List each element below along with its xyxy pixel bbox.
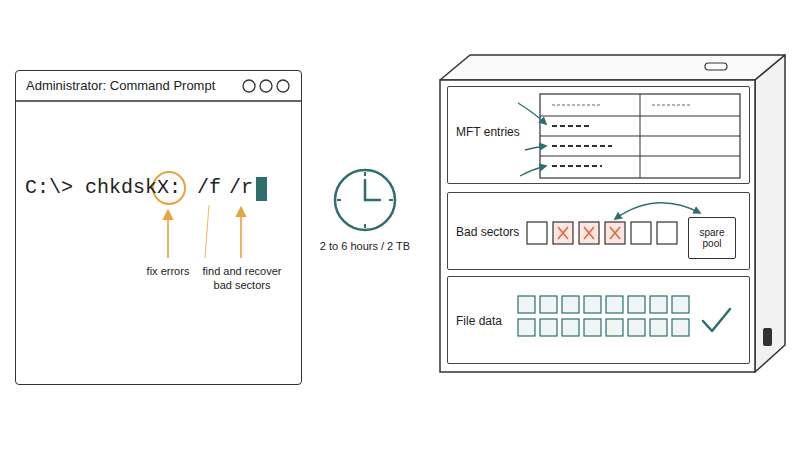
clock-tick [364, 172, 366, 176]
data-block [518, 319, 535, 336]
sector-cross [584, 227, 594, 239]
command-text: C:\> chkdsk [25, 176, 157, 199]
callout-arrow [167, 211, 169, 258]
data-blocks [518, 296, 689, 336]
clock-hand [365, 199, 380, 202]
node-label: X: [157, 176, 181, 199]
entry-dash [652, 104, 690, 105]
clock-hand [364, 180, 367, 200]
bad-sector [553, 222, 573, 244]
clock-tick [389, 199, 393, 201]
title-bar-line [15, 100, 302, 102]
bad-sector [579, 222, 599, 244]
clock-tick [337, 199, 341, 201]
terminal-window: Administrator: Command PromptX: [15, 70, 302, 385]
bad-sector [605, 222, 625, 244]
data-block [628, 296, 645, 313]
pointer-arrow [520, 166, 546, 176]
callout-arrow [240, 208, 242, 258]
window-button [260, 80, 272, 92]
highlight-circle: X: [152, 171, 186, 205]
drive-shelf: File data [447, 276, 750, 364]
sector-row [527, 222, 677, 244]
node-label: MFT entries [456, 125, 520, 139]
data-block [672, 296, 689, 313]
window-button [243, 80, 255, 92]
node-label: Administrator: Command Prompt [26, 78, 215, 93]
remap-arrow [615, 203, 700, 219]
drive-shelf: MFT entries [447, 86, 750, 184]
data-block [584, 296, 601, 313]
check-mark [703, 309, 730, 331]
node-label: spare pool [689, 227, 735, 250]
data-block [584, 319, 601, 336]
chassis-top [440, 55, 785, 80]
entry-dash [552, 165, 602, 167]
cursor-block [256, 177, 267, 201]
node-label: Bad sectors [456, 225, 519, 239]
sector [631, 222, 651, 244]
callout-note: fix errors [147, 265, 190, 279]
sector [527, 222, 547, 244]
command-switch: /r [229, 176, 253, 199]
entry-dash [552, 145, 612, 147]
data-block [540, 296, 557, 313]
callout-note: find and recover bad sectors [194, 265, 290, 293]
chassis-side [755, 55, 785, 372]
table-rule [640, 94, 641, 178]
command-switch: /f [197, 176, 221, 199]
data-block [540, 319, 557, 336]
clock-face [335, 170, 395, 230]
entry-dash [552, 104, 600, 105]
chassis-front [440, 80, 755, 372]
sector-cross [558, 227, 568, 239]
duration-note: 2 to 6 hours / 2 TB [320, 240, 410, 254]
data-block [628, 319, 645, 336]
window-button [277, 80, 289, 92]
data-block [672, 319, 689, 336]
entry-dash [552, 125, 592, 127]
mft-table [540, 94, 740, 178]
data-block [562, 296, 579, 313]
spare-pool-box: spare pool [688, 217, 736, 259]
data-block [650, 296, 667, 313]
data-block [606, 296, 623, 313]
pointer-arrow [525, 146, 546, 150]
node-label: File data [456, 314, 502, 328]
power-button [705, 63, 727, 70]
data-block [562, 319, 579, 336]
data-block [518, 296, 535, 313]
sector [657, 222, 677, 244]
clock-tick [364, 224, 366, 228]
data-block [606, 319, 623, 336]
pointer-arrow [518, 103, 546, 124]
data-block [650, 319, 667, 336]
drive-shelf: Bad sectors spare pool [447, 192, 750, 270]
port [763, 328, 772, 346]
sector-cross [610, 227, 620, 239]
leader-line [205, 205, 209, 258]
